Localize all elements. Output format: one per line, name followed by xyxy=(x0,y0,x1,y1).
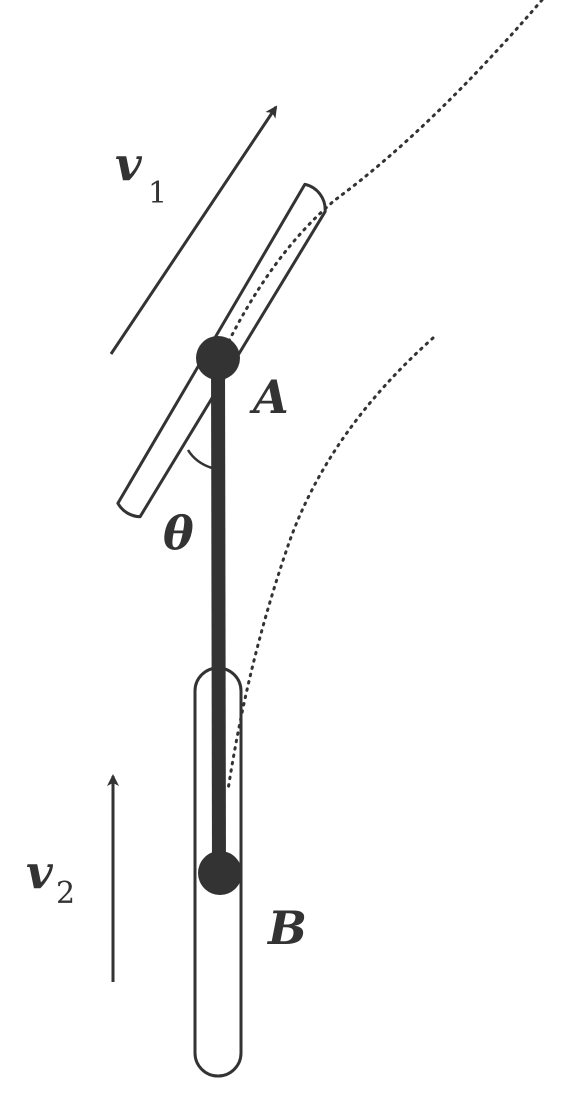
rod-ab xyxy=(211,357,226,874)
v1-label: v xyxy=(115,137,143,191)
outer-dotted-track xyxy=(220,0,544,357)
pin-a xyxy=(196,336,240,380)
angle-theta-label: θ xyxy=(163,506,194,560)
v1-arrow xyxy=(109,105,278,355)
v2-subscript: 2 xyxy=(56,876,75,911)
point-a-label: A xyxy=(249,370,289,424)
v2-label: v xyxy=(26,845,54,899)
point-b-label: B xyxy=(266,901,307,955)
v1-subscript: 1 xyxy=(148,176,167,211)
pin-b xyxy=(198,851,242,895)
inclined-slot xyxy=(116,182,327,519)
angle-arc xyxy=(186,449,213,470)
